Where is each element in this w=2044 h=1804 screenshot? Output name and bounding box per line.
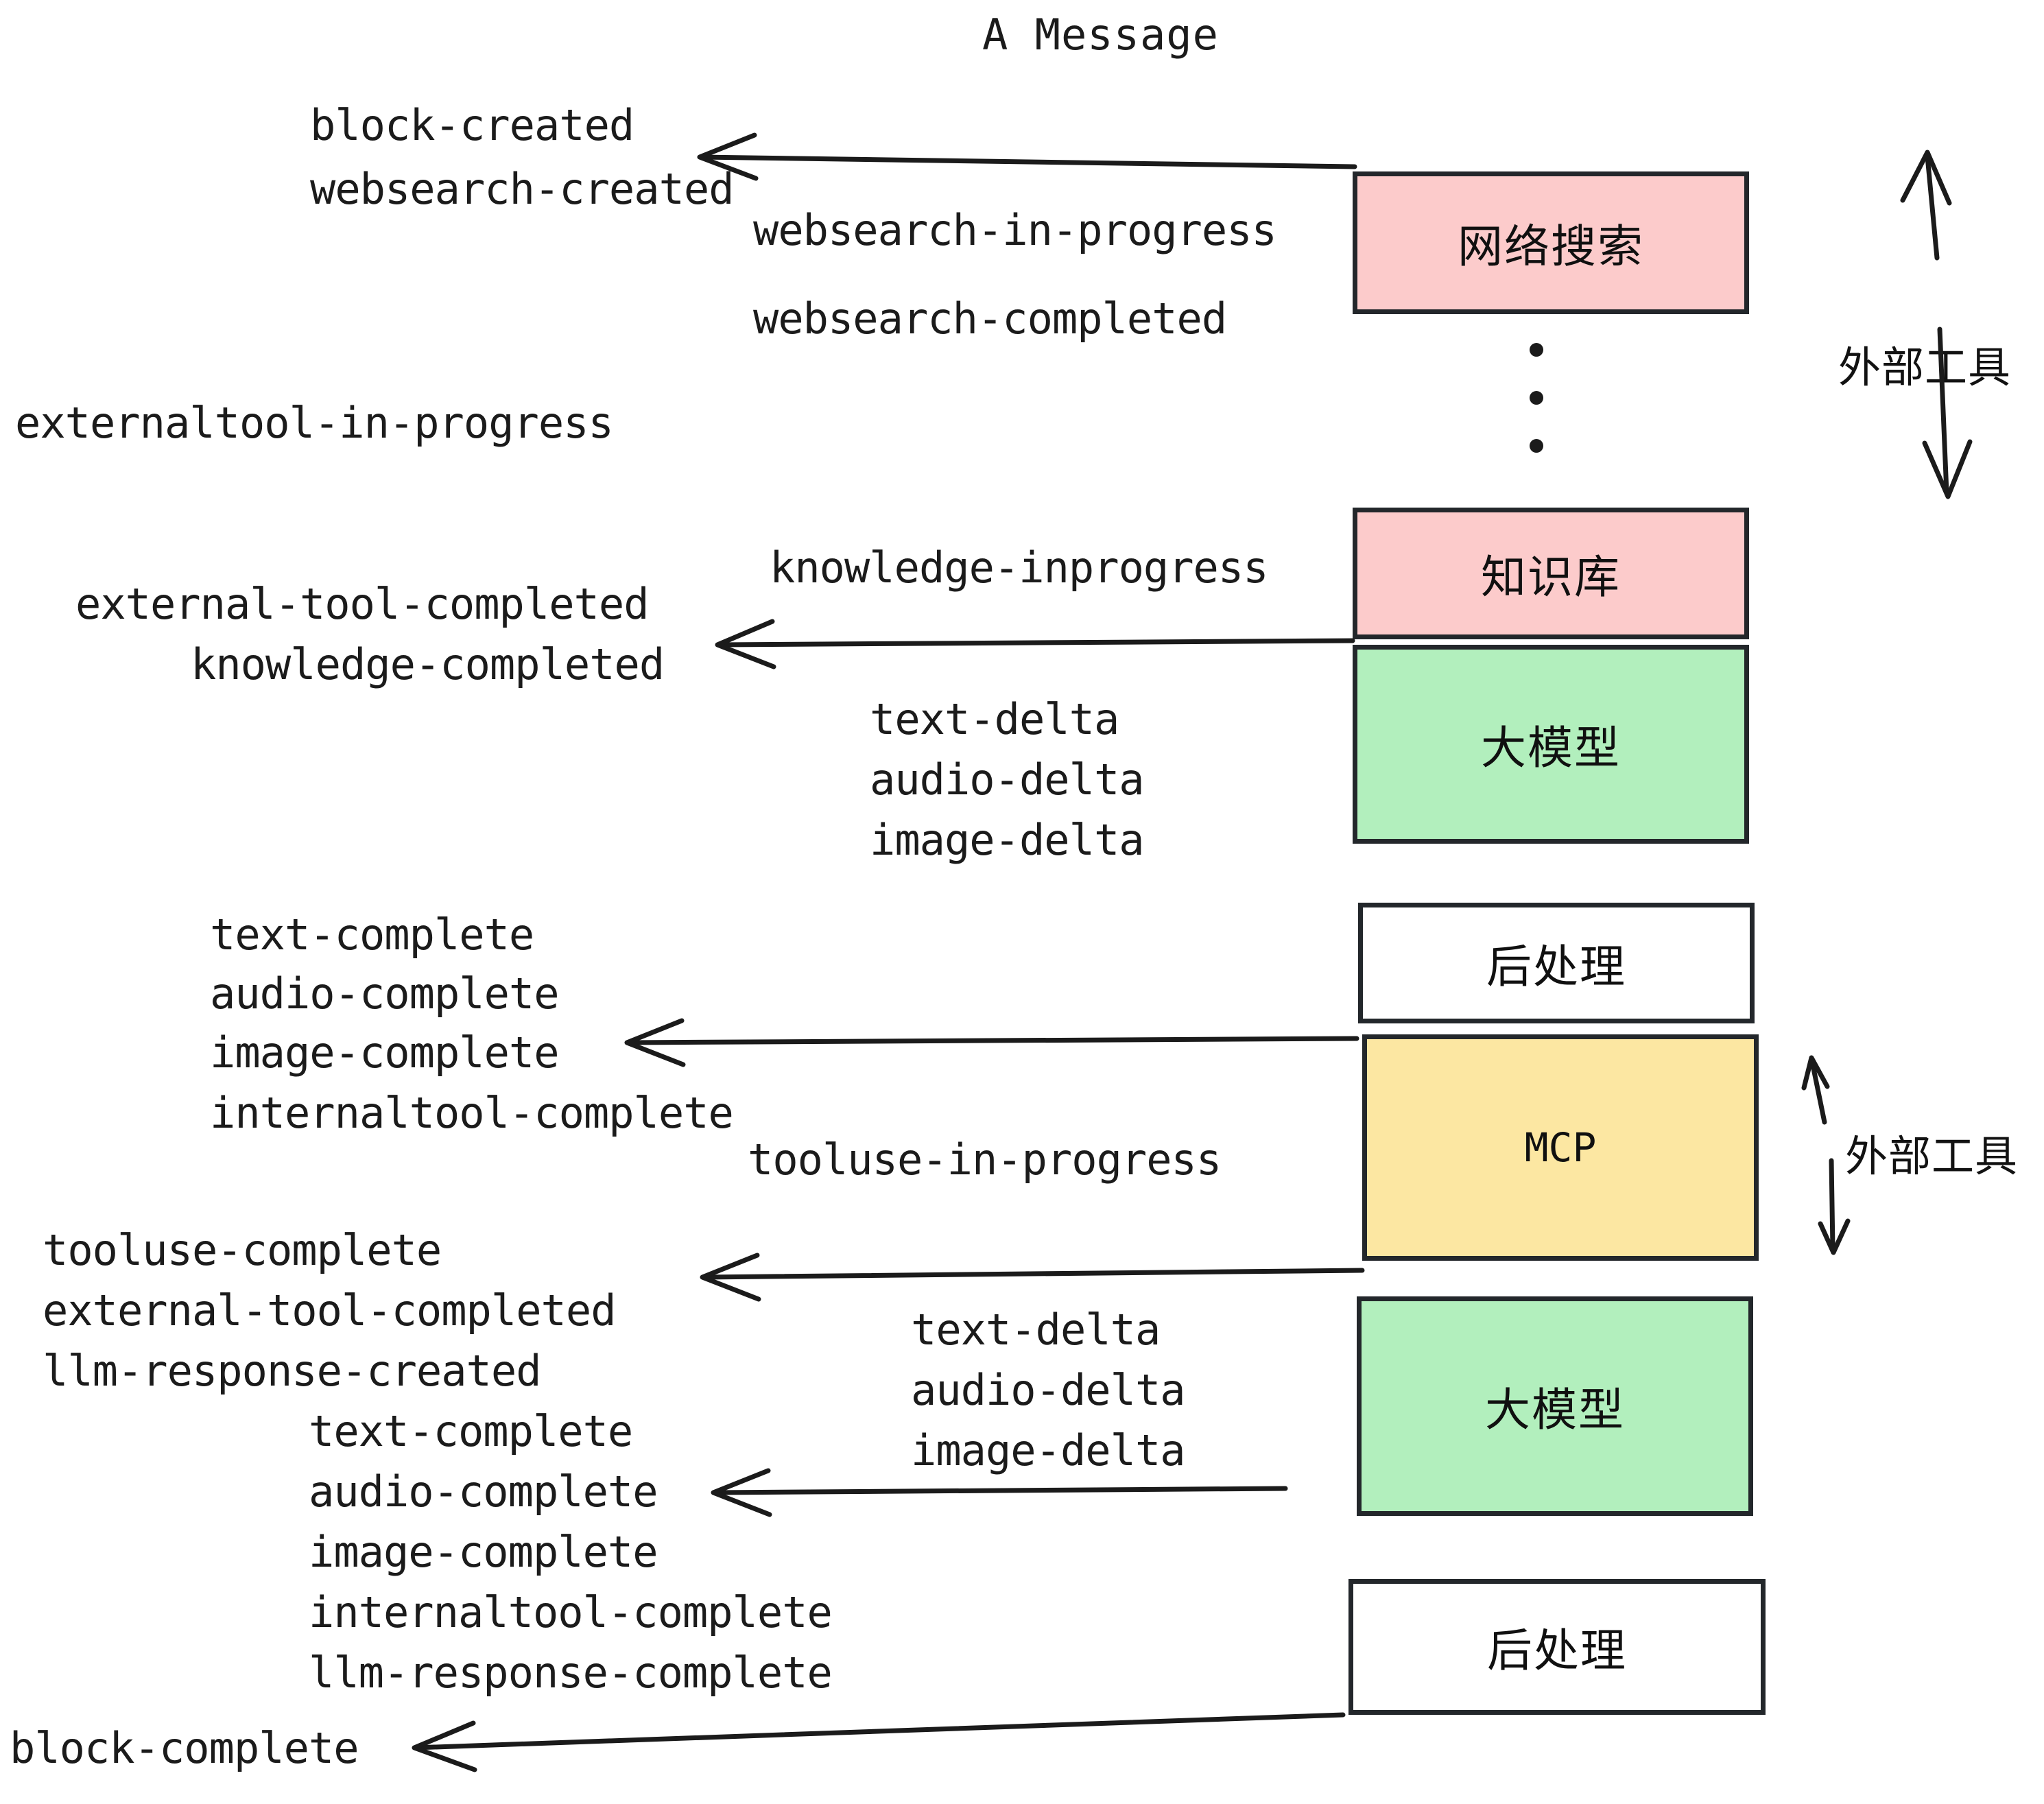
diagram-title: A Message (982, 10, 1219, 60)
arrow-llm2-to-audio-complete (711, 1468, 1288, 1517)
box-knowledge-label: 知识库 (1481, 551, 1621, 604)
box-llm-2-label: 大模型 (1485, 1384, 1625, 1436)
arrow-postprocess1-to-image-complete (624, 1018, 1359, 1067)
arrow-external-tool-top-up (1900, 150, 1952, 261)
event-websearch-completed: websearch-completed (753, 294, 1227, 344)
event-knowledge-inprogress: knowledge-inprogress (770, 543, 1269, 593)
event-external-tool-completed-2: external-tool-completed (43, 1285, 617, 1336)
box-llm-1-label: 大模型 (1481, 722, 1621, 774)
arrow-mcp-to-tooluse-complete (700, 1253, 1365, 1302)
event-externaltool-in-progress: externaltool-in-progress (15, 398, 614, 448)
event-text-complete-2: text-complete (309, 1406, 633, 1456)
event-text-delta-1: text-delta (870, 694, 1119, 744)
event-block-complete: block-complete (10, 1723, 359, 1773)
event-text-complete-1: text-complete (210, 910, 534, 960)
event-audio-complete-1: audio-complete (210, 969, 560, 1019)
box-postprocess-2[interactable]: 后处理 (1348, 1579, 1766, 1715)
box-postprocess-1-label: 后处理 (1486, 940, 1626, 993)
side-label-external-tool-bottom: 外部工具 (1845, 1131, 2019, 1181)
event-image-complete-2: image-complete (309, 1527, 658, 1577)
event-image-complete-1: image-complete (210, 1028, 560, 1078)
event-block-created: block-created (310, 100, 634, 150)
box-websearch-label: 网络搜索 (1458, 220, 1644, 273)
arrow-websearch-to-block-created (697, 132, 1357, 181)
box-mcp-label: MCP (1524, 1124, 1597, 1171)
vertical-ellipsis-icon (1530, 343, 1543, 453)
event-text-delta-2: text-delta (911, 1305, 1161, 1355)
event-image-delta-1: image-delta (870, 815, 1145, 865)
box-websearch[interactable]: 网络搜索 (1353, 171, 1749, 314)
event-image-delta-2: image-delta (911, 1425, 1186, 1475)
event-websearch-created: websearch-created (310, 164, 735, 214)
box-mcp[interactable]: MCP (1362, 1034, 1759, 1261)
arrow-postprocess2-to-block-complete (412, 1712, 1346, 1772)
box-llm-1[interactable]: 大模型 (1353, 645, 1749, 844)
arrow-external-tool-bottom-up (1801, 1055, 1830, 1125)
box-postprocess-1[interactable]: 后处理 (1358, 903, 1755, 1023)
event-tooluse-in-progress: tooluse-in-progress (748, 1135, 1222, 1185)
arrow-knowledge-to-completed (715, 619, 1355, 669)
event-internaltool-complete-1: internaltool-complete (210, 1088, 734, 1138)
event-internaltool-complete-2: internaltool-complete (309, 1587, 833, 1637)
event-websearch-in-progress: websearch-in-progress (753, 205, 1277, 255)
event-llm-response-complete: llm-response-complete (309, 1648, 833, 1698)
event-tooluse-complete: tooluse-complete (43, 1225, 442, 1275)
arrow-external-tool-bottom-down (1818, 1158, 1851, 1255)
event-knowledge-completed: knowledge-completed (191, 639, 665, 689)
event-llm-response-created: llm-response-created (43, 1346, 542, 1396)
box-knowledge[interactable]: 知识库 (1353, 508, 1749, 639)
box-llm-2[interactable]: 大模型 (1357, 1296, 1753, 1516)
event-audio-delta-2: audio-delta (911, 1365, 1186, 1415)
side-label-external-tool-top: 外部工具 (1838, 342, 2012, 392)
event-audio-complete-2: audio-complete (309, 1467, 658, 1517)
box-postprocess-2-label: 后处理 (1487, 1624, 1627, 1677)
event-audio-delta-1: audio-delta (870, 755, 1145, 805)
event-external-tool-completed-1: external-tool-completed (75, 579, 650, 629)
